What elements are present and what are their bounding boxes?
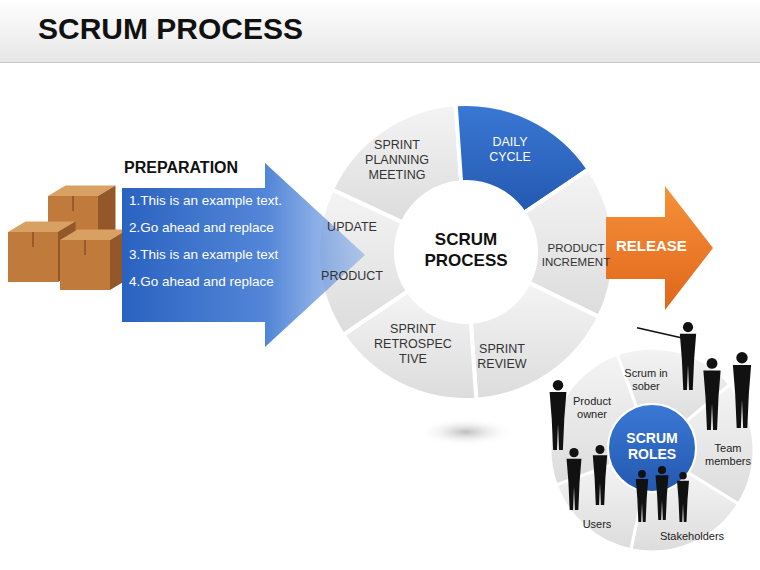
node-label: SCRUM PROCESS (411, 229, 521, 272)
list-item: 1.This is an example text. (120, 187, 282, 214)
person (593, 445, 607, 505)
process-segment: SPRINT REVIEW (469, 342, 535, 372)
list-item: 3.This is an example text (120, 241, 282, 268)
node-label: RELEASE (616, 237, 687, 255)
preparation-arrow: PREPARATION 1.This is an example text.2.G… (120, 158, 282, 295)
process-segment: SPRINT PLANNING MEETING (355, 138, 439, 183)
process-segment: SPRINT RETROSPEC TIVE (372, 322, 454, 367)
list-item: 2.Go ahead and replace (120, 214, 282, 241)
role-segment (631, 471, 739, 552)
person (567, 448, 582, 510)
release-arrow: RELEASE (616, 237, 687, 255)
node-label: SPRINT RETROSPEC TIVE (372, 322, 454, 367)
box-front (8, 232, 58, 282)
person (703, 358, 720, 430)
boxes-icon (8, 186, 128, 291)
role-segment: Users (577, 518, 617, 531)
node-label: Users (577, 518, 617, 531)
release-arrow (606, 186, 713, 310)
node-label: PRODUCT INCREMENT (536, 242, 616, 270)
box (60, 230, 128, 291)
person (636, 470, 648, 522)
node-label: UPDATE PRODUCT (315, 203, 389, 301)
process-segment: PRODUCT INCREMENT (536, 242, 616, 270)
node-label: SPRINT REVIEW (469, 342, 535, 372)
person (656, 466, 669, 520)
box-tape (72, 196, 74, 211)
node-label: Product owner (564, 395, 620, 420)
role-segment: Scrum in sober (618, 367, 674, 392)
box-front (60, 240, 110, 290)
arrow-heading: PREPARATION (120, 158, 242, 178)
page-title: SCRUM PROCESS (38, 12, 303, 46)
people-silhouettes (550, 322, 752, 522)
role-segment: Team members (703, 442, 753, 467)
role-segment: Stakeholders (654, 530, 730, 543)
process-segment: DAILY CYCLE (475, 135, 545, 165)
roles-center (608, 404, 696, 492)
box-tape (84, 240, 86, 255)
node-label: Team members (703, 442, 753, 467)
node-label: SPRINT PLANNING MEETING (355, 138, 439, 183)
role-segment: Product owner (564, 395, 620, 420)
node-label: DAILY CYCLE (475, 135, 545, 165)
node-label: SCRUM ROLES (617, 430, 687, 462)
title-bar: SCRUM PROCESS (0, 0, 760, 63)
roles-wheel (550, 348, 754, 552)
person (733, 352, 751, 428)
process-segment: UPDATE PRODUCT (315, 203, 389, 301)
center-label: SCRUM PROCESS (411, 229, 521, 272)
node-label: Scrum in sober (618, 367, 674, 392)
ring-shadow (418, 418, 514, 446)
ring-center (398, 184, 534, 320)
roles-center: SCRUM ROLES (617, 430, 687, 462)
box-tape (32, 232, 34, 247)
person (550, 380, 567, 450)
node-label: Stakeholders (654, 530, 730, 543)
person (677, 472, 689, 522)
list-item: 4.Go ahead and replace (120, 268, 282, 295)
